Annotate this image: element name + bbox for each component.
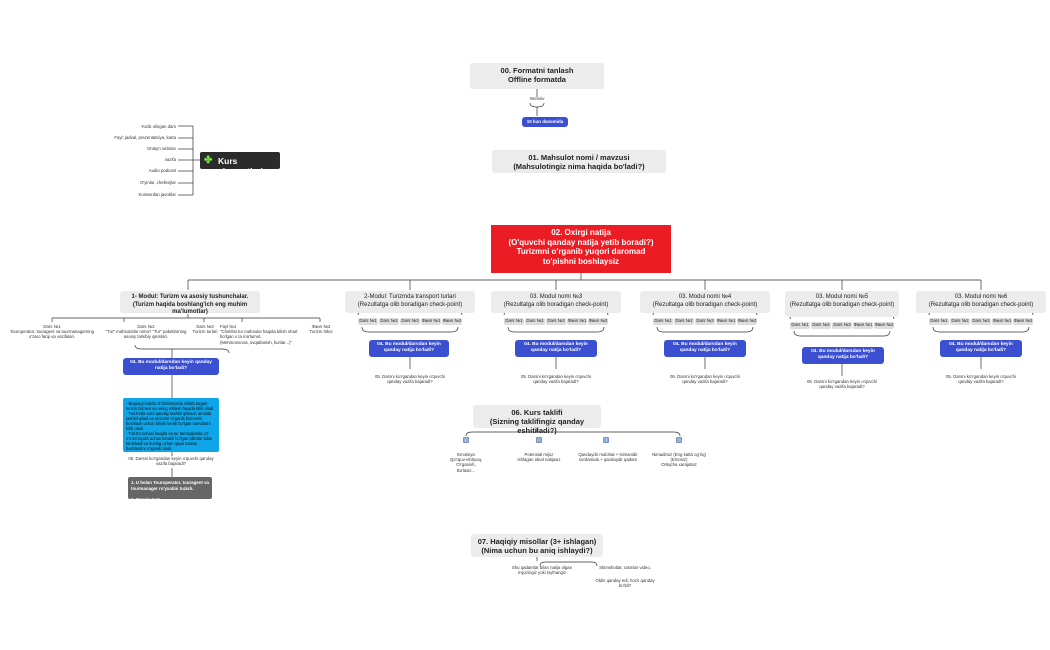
offer-item-icon bbox=[676, 437, 682, 443]
module-5-lesson[interactable]: Dars №3 bbox=[832, 322, 852, 329]
module-6-result-question[interactable]: 04. Bu modul/darsdan keyin qanday natija… bbox=[940, 340, 1022, 357]
module-2-task-question[interactable]: 05. Darsni ko'rgandan keyin o'quvchi qan… bbox=[375, 374, 445, 385]
module-5-result-question[interactable]: 04. Bu modul/darsdan keyin qanday natija… bbox=[802, 347, 884, 364]
module-5-node[interactable]: 03. Modul nomi №5 (Rezultatga olib borad… bbox=[785, 291, 899, 317]
format-duration-badge[interactable]: 10 kun davomida bbox=[522, 117, 568, 127]
course-elements-node[interactable]: ✤ Kurs elementlari bbox=[200, 152, 280, 176]
module-1-task-answer[interactable]: 1. U bolan Touroperator, touragent va to… bbox=[128, 477, 212, 499]
course-element-item[interactable]: O'yinlar, chellenjlar bbox=[140, 180, 176, 185]
module-1-lesson[interactable]: Фаил №2 Turizm hikoi bbox=[309, 324, 333, 335]
module-3-task-question[interactable]: 05. Darsni ko'rgandan keyin o'quvchi qan… bbox=[521, 374, 591, 385]
module-4-lesson[interactable]: Dars №1 bbox=[653, 318, 673, 325]
module-1-lesson[interactable]: Dars №1 Touroperator, touragent va tourm… bbox=[9, 324, 95, 340]
module-1-lesson[interactable]: Dars №3 Turizm turlari bbox=[192, 324, 218, 335]
examples-item[interactable]: Shu qadamlar bilan natija olgan mijozing… bbox=[511, 565, 573, 576]
format-node[interactable]: 00. Formatni tanlash Offline formatda bbox=[470, 63, 604, 89]
course-element-item[interactable]: Fayl: jadval, prezentatsiya, karta bbox=[114, 135, 176, 140]
module-4-node[interactable]: 03. Modul nomi №4 (Rezultatga olib borad… bbox=[640, 291, 770, 313]
course-element-item[interactable]: Kuratordan javoblar bbox=[138, 192, 176, 197]
puzzle-icon: ✤ bbox=[204, 155, 213, 166]
course-element-item[interactable]: Yozib olingan dars bbox=[141, 124, 176, 129]
module-6-lesson[interactable]: Dars №3 bbox=[971, 318, 991, 325]
examples-item[interactable]: Oldin qanday edi, hozir qanday bo'ldi? bbox=[595, 578, 655, 589]
course-element-item[interactable]: Onlayn vebinar bbox=[147, 146, 176, 151]
module-3-lesson[interactable]: Фаил №1 bbox=[567, 318, 587, 325]
module-2-lesson[interactable]: Dars №3 bbox=[400, 318, 420, 325]
module-1-task-question[interactable]: 05. Darsni ko'rgandan keyin o'quvchi qan… bbox=[128, 456, 214, 467]
final-result-node[interactable]: 02. Oxirgi natija (O'quvchi qanday natij… bbox=[491, 225, 671, 273]
module-3-lesson[interactable]: Dars №2 bbox=[525, 318, 545, 325]
module-3-lesson[interactable]: Dars №1 bbox=[504, 318, 524, 325]
module-2-lesson[interactable]: Dars №1 bbox=[358, 318, 378, 325]
module-4-lesson[interactable]: Dars №3 bbox=[695, 318, 715, 325]
offer-item-icon bbox=[603, 437, 609, 443]
module-2-lesson[interactable]: Фаил №1 bbox=[421, 318, 441, 325]
module-6-lesson[interactable]: Dars №1 bbox=[929, 318, 949, 325]
module-3-lesson[interactable]: Фаил №2 bbox=[588, 318, 608, 325]
module-3-result-question[interactable]: 04. Bu modul/darsdan keyin qanday natija… bbox=[515, 340, 597, 357]
module-6-node[interactable]: 03. Modul nomi №6 (Rezultatga olib borad… bbox=[916, 291, 1046, 313]
module-1-result-question[interactable]: 04. Bu modul/darsdan keyin qanday natija… bbox=[123, 358, 219, 375]
offer-item-icon bbox=[463, 437, 469, 443]
module-6-lesson[interactable]: Dars №2 bbox=[950, 318, 970, 325]
course-element-item[interactable]: Audio podcast bbox=[148, 168, 176, 173]
module-5-lesson[interactable]: Dars №1 bbox=[790, 322, 810, 329]
module-2-result-question[interactable]: 04. Bu modul/darsdan keyin qanday natija… bbox=[369, 340, 449, 357]
examples-item[interactable]: Skrinshotlar, rasmlar video, bbox=[599, 565, 651, 570]
module-1-lesson[interactable]: Fayl №1 "Cheklist tur mahsulot haqida bi… bbox=[220, 324, 298, 345]
module-3-lesson[interactable]: Dars №3 bbox=[546, 318, 566, 325]
module-6-lesson[interactable]: Фаил №1 bbox=[992, 318, 1012, 325]
format-intensive-label: Intensiv bbox=[529, 96, 545, 101]
module-5-lesson[interactable]: Фаил №1 bbox=[853, 322, 873, 329]
course-elements-title: Kurs elementlari bbox=[218, 156, 263, 176]
module-2-node[interactable]: 2-Modul: Turizmda transport turlari (Rez… bbox=[345, 291, 475, 313]
module-1-node[interactable]: 1- Modul: Turizm va asosiy tushunchalar.… bbox=[120, 291, 260, 315]
course-element-item[interactable]: vazifa bbox=[164, 157, 176, 162]
examples-node[interactable]: 07. Haqiqiy misollar (3+ ishlagan) (Nima… bbox=[471, 534, 603, 557]
module-4-lesson[interactable]: Фаил №2 bbox=[737, 318, 757, 325]
module-6-task-question[interactable]: 05. Darsni ko'rgandan keyin o'quvchi qan… bbox=[946, 374, 1016, 385]
module-4-task-question[interactable]: 05. Darsni ko'rgandan keyin o'quvchi qan… bbox=[670, 374, 740, 385]
offer-item[interactable]: Qandaydir mulohat + Nimanidir sordamida … bbox=[578, 452, 638, 463]
module-5-lesson[interactable]: Dars №2 bbox=[811, 322, 831, 329]
module-4-lesson[interactable]: Dars №2 bbox=[674, 318, 694, 325]
module-1-lesson[interactable]: Dars №2 "Tur" mahsulotlar nima? "Tur" pa… bbox=[105, 324, 187, 340]
offer-item-icon bbox=[536, 437, 542, 443]
product-node[interactable]: 01. Mahsulot nomi / mavzusi (Mahsuloting… bbox=[492, 150, 666, 173]
offer-item[interactable]: Emotsiya Qo'rquv-ishtiyoq, O'rganish, Bo… bbox=[449, 452, 483, 473]
module-3-node[interactable]: 03. Modul nomi №3 (Rezultatga olib borad… bbox=[491, 291, 621, 313]
module-2-lesson[interactable]: Фаил №2 bbox=[442, 318, 462, 325]
module-4-result-question[interactable]: 04. Bu modul/darsdan keyin qanday natija… bbox=[664, 340, 746, 357]
module-5-lesson[interactable]: Фаил №2 bbox=[874, 322, 894, 329]
module-2-lesson[interactable]: Dars №2 bbox=[379, 318, 399, 325]
module-6-lesson[interactable]: Фаил №2 bbox=[1013, 318, 1033, 325]
offer-node[interactable]: 06. Kurs taklifi (Sizning taklifingiz qa… bbox=[473, 405, 601, 435]
offer-item[interactable]: Nimadirsiz (Eng katta og'riq) (Emosiz) O… bbox=[652, 452, 706, 468]
module-1-result-answer[interactable]: - Bugungi kunda O'zbekistonda ishlab tur… bbox=[123, 398, 219, 452]
module-5-task-question[interactable]: 05. Darsni ko'rgandan keyin o'quvchi qan… bbox=[807, 379, 877, 390]
module-4-lesson[interactable]: Фаил №1 bbox=[716, 318, 736, 325]
offer-item[interactable]: Potensial mijoz ishlagan ideal natijasiz bbox=[517, 452, 561, 463]
